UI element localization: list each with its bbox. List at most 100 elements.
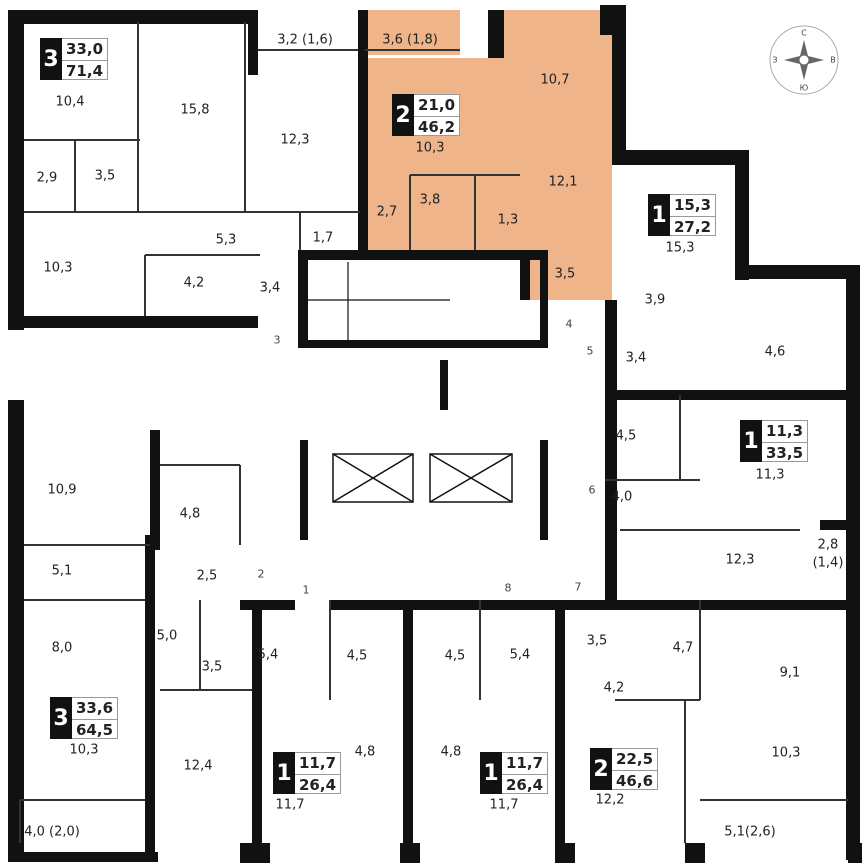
compass-east: В <box>830 55 836 65</box>
wall <box>555 600 565 862</box>
wall <box>150 430 160 550</box>
wall <box>565 600 860 610</box>
room-count: 2 <box>392 94 414 136</box>
room-area-label: 5,1(2,6) <box>724 824 776 840</box>
wall <box>298 250 308 345</box>
room-area-label: 15,8 <box>180 102 210 118</box>
entrance-number: 8 <box>504 581 512 595</box>
wall <box>403 600 413 862</box>
room-area-label: 3,5 <box>94 168 116 184</box>
room-area-label: 10,9 <box>47 482 77 498</box>
room-area-label: 4,8 <box>440 744 462 760</box>
room-area-label: 3,8 <box>419 192 441 208</box>
living-area: 22,5 <box>612 749 658 771</box>
living-area: 11,7 <box>295 753 341 775</box>
wall <box>800 600 810 610</box>
room-area-label: 4,8 <box>354 744 376 760</box>
room-area-label: 4,5 <box>346 648 368 664</box>
room-area-label: 3,4 <box>259 280 281 296</box>
room-area-label: 11,7 <box>489 797 519 813</box>
wall <box>520 250 530 300</box>
room-area-label: 3,5 <box>554 266 576 282</box>
room-area-label: 4,5 <box>615 428 637 444</box>
staircase <box>308 262 450 340</box>
wall <box>330 600 560 610</box>
entrance-number: 4 <box>565 317 573 331</box>
room-area-label: 1,7 <box>312 230 334 246</box>
wall <box>358 10 368 260</box>
wall <box>400 843 420 863</box>
room-area-label: 9,1 <box>779 665 801 681</box>
room-area-label: 8,0 <box>51 640 73 656</box>
living-area: 33,0 <box>62 39 108 61</box>
room-area-label: 2,7 <box>376 204 398 220</box>
room-area-label: 4,7 <box>672 640 694 656</box>
room-area-label: 1,3 <box>497 212 519 228</box>
total-area: 46,6 <box>616 772 654 790</box>
room-area-label: 4,2 <box>603 680 625 696</box>
room-area-label: 12,4 <box>183 758 213 774</box>
wall <box>735 265 860 279</box>
room-count: 3 <box>40 38 62 80</box>
room-area-label: 5,1 <box>51 563 73 579</box>
total-area: 26,4 <box>506 776 544 794</box>
room-area-label: 10,3 <box>415 140 445 156</box>
compass-north: С <box>801 28 807 38</box>
room-area-label: 3,9 <box>644 292 666 308</box>
room-area-label: 4,0 (2,0) <box>24 824 80 840</box>
wall <box>8 400 24 860</box>
living-area: 15,3 <box>670 195 716 217</box>
wall <box>488 10 504 58</box>
total-area: 46,2 <box>418 118 456 136</box>
room-area-label: 12,2 <box>595 792 625 808</box>
wall <box>540 250 548 345</box>
wall <box>555 843 575 863</box>
room-area-label: 3,5 <box>586 633 608 649</box>
wall <box>735 150 749 280</box>
room-count: 2 <box>590 748 612 790</box>
room-count: 3 <box>50 697 72 739</box>
living-area: 11,3 <box>762 421 808 443</box>
wall <box>612 150 747 165</box>
wall <box>240 843 270 863</box>
living-area: 11,7 <box>502 753 548 775</box>
wall <box>298 340 548 348</box>
room-area-label: 4,6 <box>764 344 786 360</box>
highlighted-apartment[interactable] <box>365 10 460 55</box>
wall <box>848 843 862 863</box>
room-area-label: 5,3 <box>215 232 237 248</box>
room-area-label: 15,3 <box>665 240 695 256</box>
entrance-number: 3 <box>273 333 281 347</box>
room-area-label: 3,2 (1,6) <box>277 32 333 48</box>
entrance-number: 5 <box>586 344 594 358</box>
wall-segments <box>8 5 862 863</box>
wall <box>252 600 262 862</box>
room-area-label: 2,5 <box>196 568 218 584</box>
wall <box>298 250 548 260</box>
entrance-number: 1 <box>302 583 310 597</box>
compass-south: Ю <box>799 83 809 93</box>
room-area-label: 4,8 <box>179 506 201 522</box>
total-area: 64,5 <box>76 721 114 739</box>
living-area: 21,0 <box>414 95 460 117</box>
total-area: 26,4 <box>299 776 337 794</box>
total-area: 33,5 <box>766 444 804 462</box>
wall <box>540 440 548 540</box>
room-count: 1 <box>480 752 502 794</box>
elevator-left <box>332 453 414 503</box>
highlighted-apartment-main[interactable] <box>362 10 612 300</box>
